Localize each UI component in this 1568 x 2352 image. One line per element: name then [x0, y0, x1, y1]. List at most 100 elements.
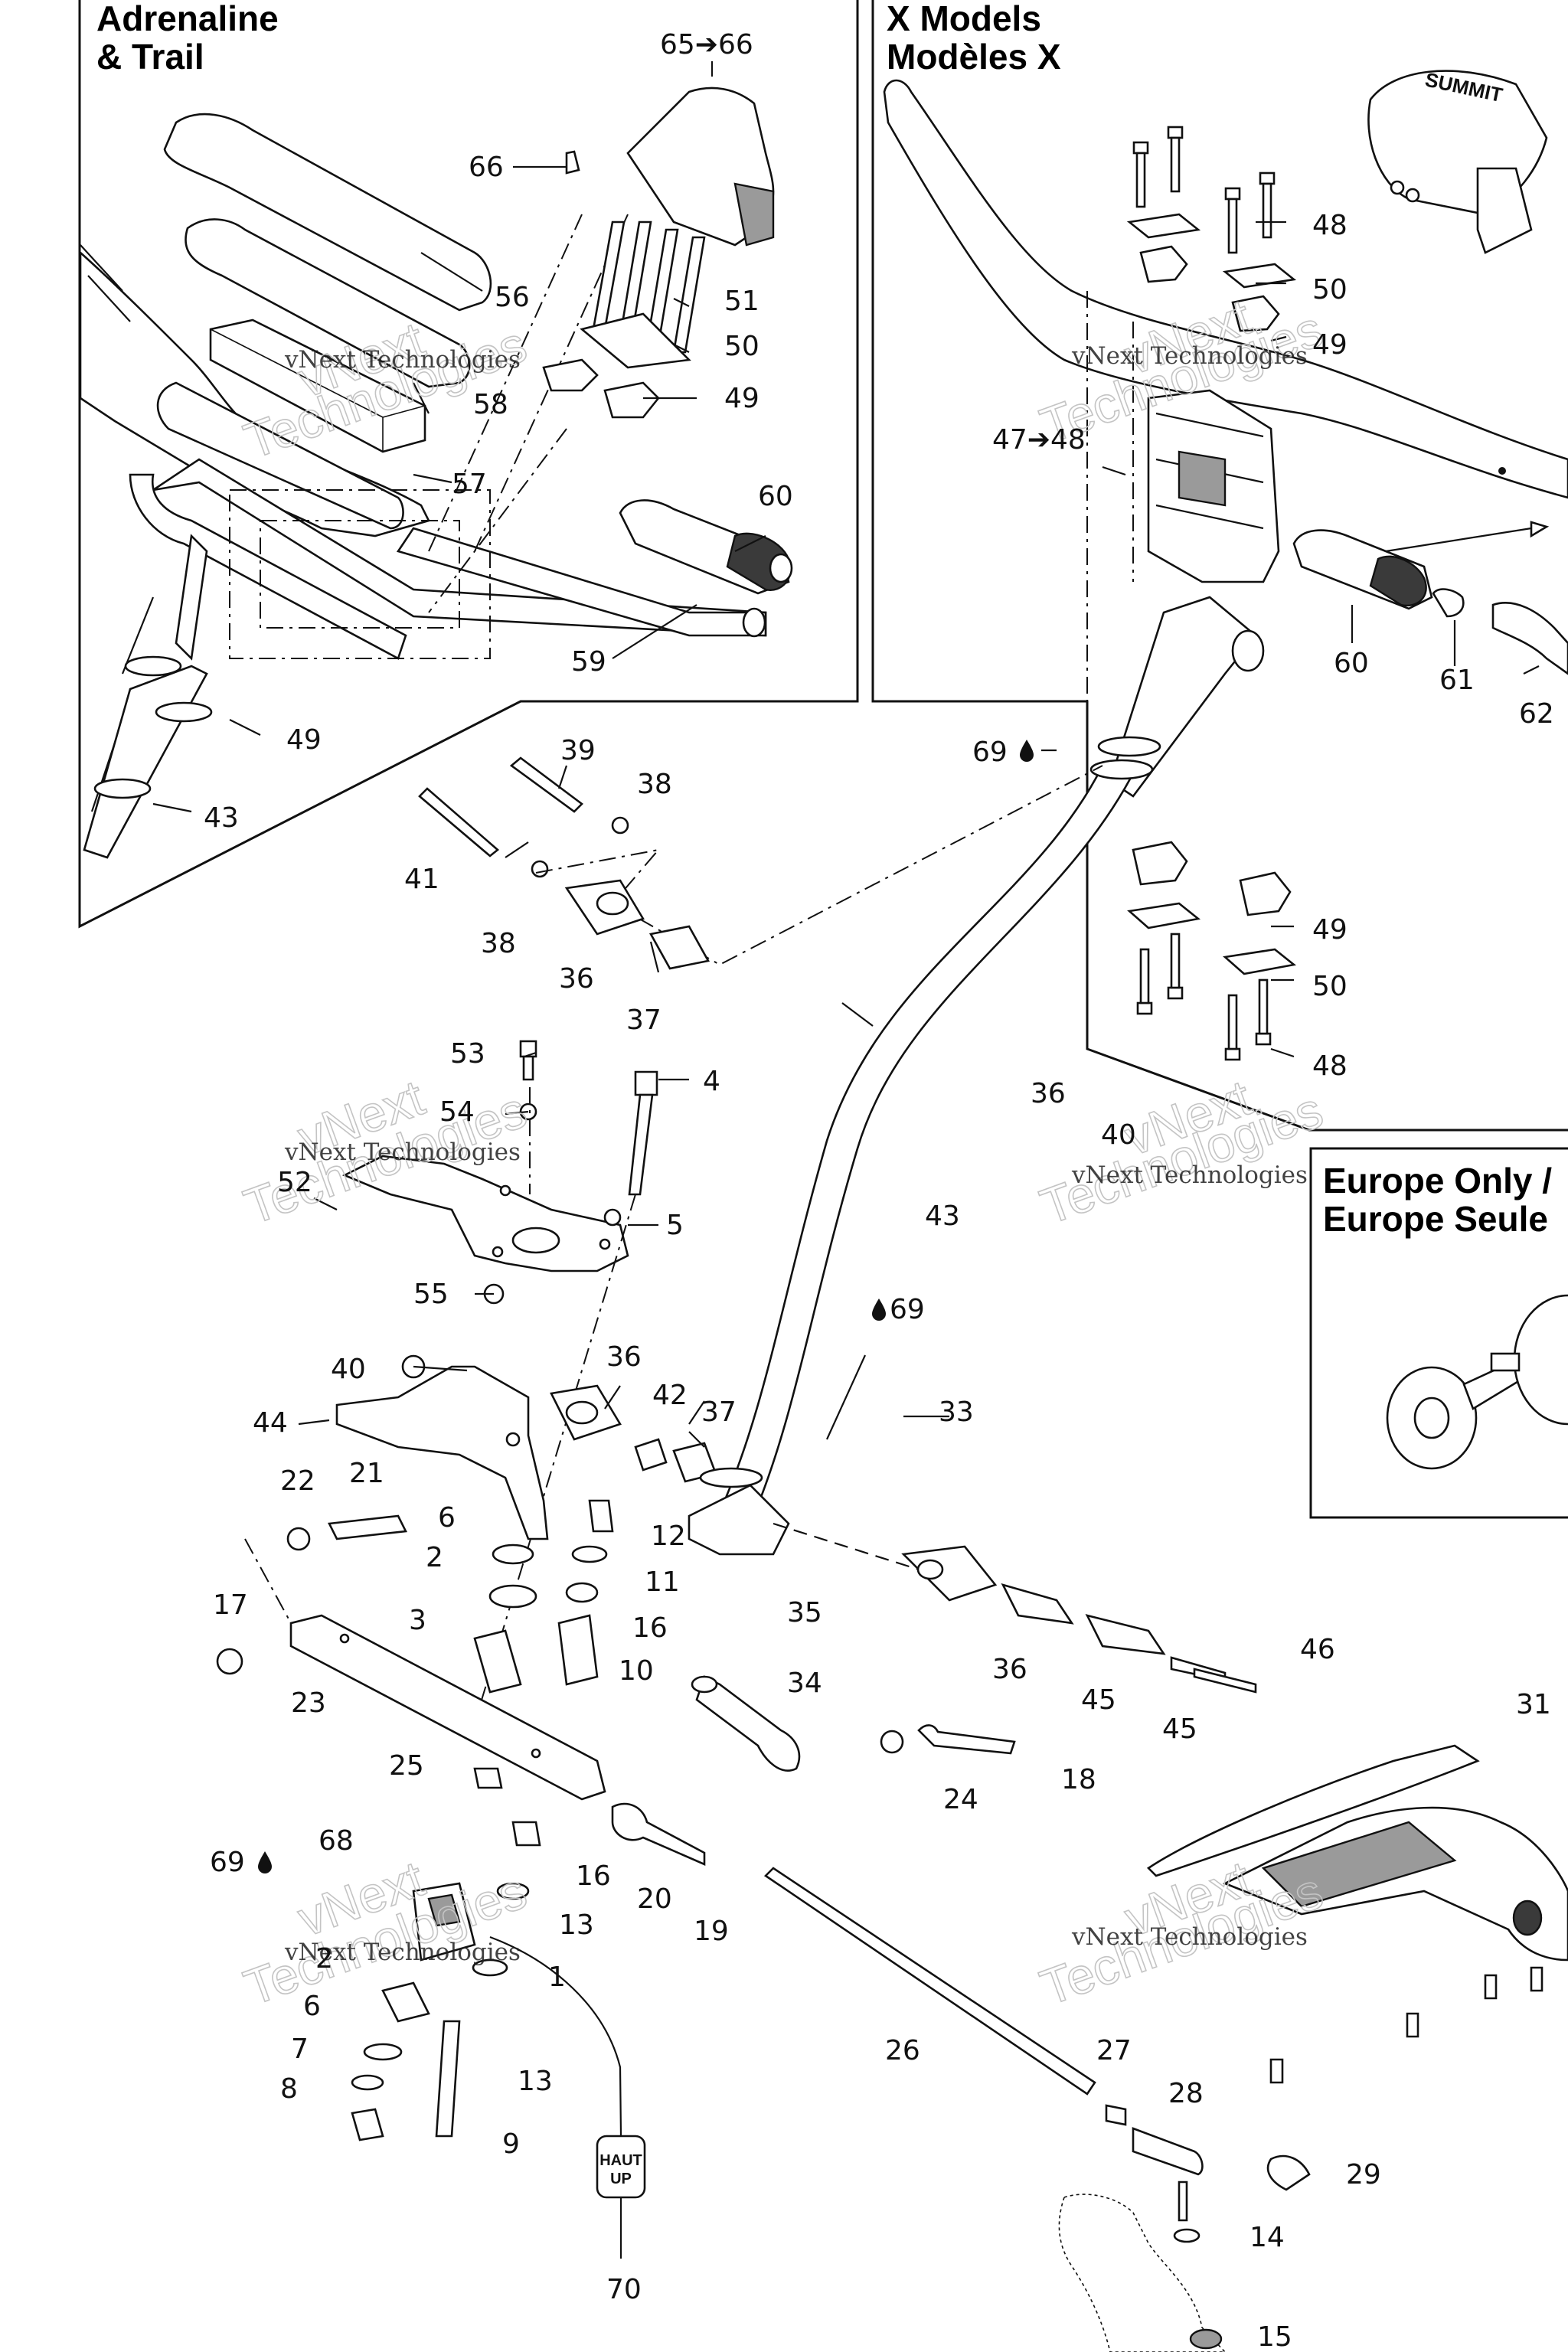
callout-6: 6 [303, 1991, 321, 2022]
callout-23: 23 [291, 1687, 326, 1719]
callout-61: 61 [1439, 665, 1475, 696]
callout-53: 53 [450, 1038, 485, 1070]
callout-16: 16 [632, 1612, 668, 1644]
callout-24: 24 [943, 1784, 978, 1815]
callout-69: 69 [210, 1847, 245, 1878]
callout-54: 54 [439, 1096, 475, 1128]
panel-title-europe-only: Europe Only / [1323, 1161, 1552, 1200]
callout-70: 70 [606, 2274, 642, 2305]
callout-45: 45 [1081, 1684, 1116, 1716]
callout-36: 36 [559, 963, 594, 995]
callout-36: 36 [1031, 1078, 1066, 1109]
callout-15: 15 [1257, 2321, 1292, 2352]
bottom-clamps-x [1127, 841, 1297, 1061]
watermark-text: vNext Technologies [1071, 1923, 1308, 1951]
bushings-36-37 [564, 879, 710, 970]
callout-45: 45 [1162, 1713, 1197, 1745]
panel-europe-only: Europe Only / Europe Seule [1309, 1147, 1568, 1519]
panel-title-europe-seule: Europe Seule [1323, 1199, 1548, 1239]
watermark-text: vNext Technologies [284, 346, 521, 374]
callout-50: 50 [1312, 274, 1348, 305]
callout-26: 26 [885, 2035, 920, 2066]
grip-60-x [1292, 521, 1568, 675]
handlebar-x-models [883, 79, 1568, 499]
callout-33: 33 [939, 1396, 974, 1428]
callout-8: 8 [280, 2073, 298, 2105]
callout-3: 3 [409, 1605, 426, 1636]
callout-52: 52 [277, 1167, 312, 1198]
horn-part [1386, 1294, 1568, 1470]
bolt-4-53 [474, 1040, 658, 1723]
lube-drop-icon [258, 1851, 272, 1873]
clamps-49-top-x [1139, 245, 1280, 332]
panel-title-modeles-x: Modèles X [887, 37, 1061, 77]
bracket-17 [216, 1538, 606, 1801]
callout-18: 18 [1061, 1764, 1096, 1795]
callout-16: 16 [576, 1860, 611, 1892]
callout-49: 49 [1312, 914, 1348, 946]
panel-title-trail: & Trail [96, 37, 204, 77]
callout-37: 37 [701, 1396, 737, 1428]
badge-up-text: UP [610, 2171, 632, 2187]
callout-36: 36 [992, 1654, 1027, 1685]
callout-22: 22 [280, 1465, 315, 1497]
foam-block-57-58 [209, 318, 426, 453]
callout-49: 49 [286, 724, 322, 756]
callout-7: 7 [291, 2034, 309, 2065]
panel-title-x-models: X Models [887, 0, 1041, 38]
callout-43: 43 [204, 802, 239, 834]
callout-2: 2 [426, 1542, 443, 1573]
callout-47-48: 47➔48 [992, 424, 1086, 456]
callout-21: 21 [349, 1458, 384, 1489]
panel-title-adrenaline: Adrenaline [96, 0, 279, 38]
badge-haut-text: HAUT [599, 2152, 642, 2169]
watermark-text: vNext Technologies [1071, 1161, 1308, 1189]
stack-12-11-16-10 [557, 1499, 614, 1686]
callout-14: 14 [1250, 2222, 1285, 2253]
callout-31: 31 [1516, 1689, 1551, 1720]
watermark-text: vNext Technologies [284, 1138, 521, 1166]
callout-25: 25 [389, 1750, 424, 1782]
steering-column-x [718, 596, 1265, 1525]
watermark-text: vNext Technologies [1071, 342, 1308, 370]
callout-36: 36 [606, 1341, 642, 1373]
bracket-52 [341, 1155, 629, 1272]
column-base [688, 1467, 920, 1571]
callout-34: 34 [787, 1668, 822, 1699]
callout-49: 49 [1312, 329, 1348, 361]
callout-69: 69 [890, 1294, 925, 1325]
callout-5: 5 [666, 1210, 684, 1241]
arm-34 [691, 1675, 1016, 1772]
callout-46: 46 [1300, 1634, 1335, 1665]
callout-48: 48 [1312, 1050, 1348, 1082]
callout-69: 69 [972, 737, 1008, 768]
callout-58: 58 [473, 389, 508, 420]
callout-35: 35 [787, 1597, 822, 1628]
lube-drop-icon [872, 1298, 886, 1321]
callout-12: 12 [651, 1521, 686, 1552]
callout-28: 28 [1168, 2078, 1204, 2109]
callout-39: 39 [560, 735, 596, 766]
lower-column-stack [351, 1767, 541, 2141]
tie-rod-26 [611, 1802, 1311, 2243]
callout-2: 2 [315, 1943, 333, 1975]
callout-9: 9 [502, 2128, 520, 2160]
steering-post-31 [1146, 1744, 1568, 2084]
callout-56: 56 [495, 282, 530, 313]
haut-up-badge: HAUT UP [489, 1936, 646, 2259]
panel-adrenaline-trail: Adrenaline & Trail [78, 0, 859, 929]
callout-49: 49 [724, 383, 760, 414]
callout-6: 6 [438, 1502, 456, 1534]
steering-column-adrenaline [83, 655, 213, 859]
callout-37: 37 [626, 1004, 662, 1036]
riser-block-adrenaline [229, 214, 706, 659]
callout-55: 55 [413, 1279, 449, 1310]
grip-60-adrenaline [619, 499, 793, 595]
callout-66: 66 [469, 152, 504, 183]
callout-13: 13 [518, 2066, 553, 2097]
callout-41: 41 [404, 864, 439, 895]
callout-17: 17 [213, 1589, 248, 1621]
hood-summit: SUMMIT [1367, 68, 1548, 254]
callout-62: 62 [1519, 698, 1554, 730]
